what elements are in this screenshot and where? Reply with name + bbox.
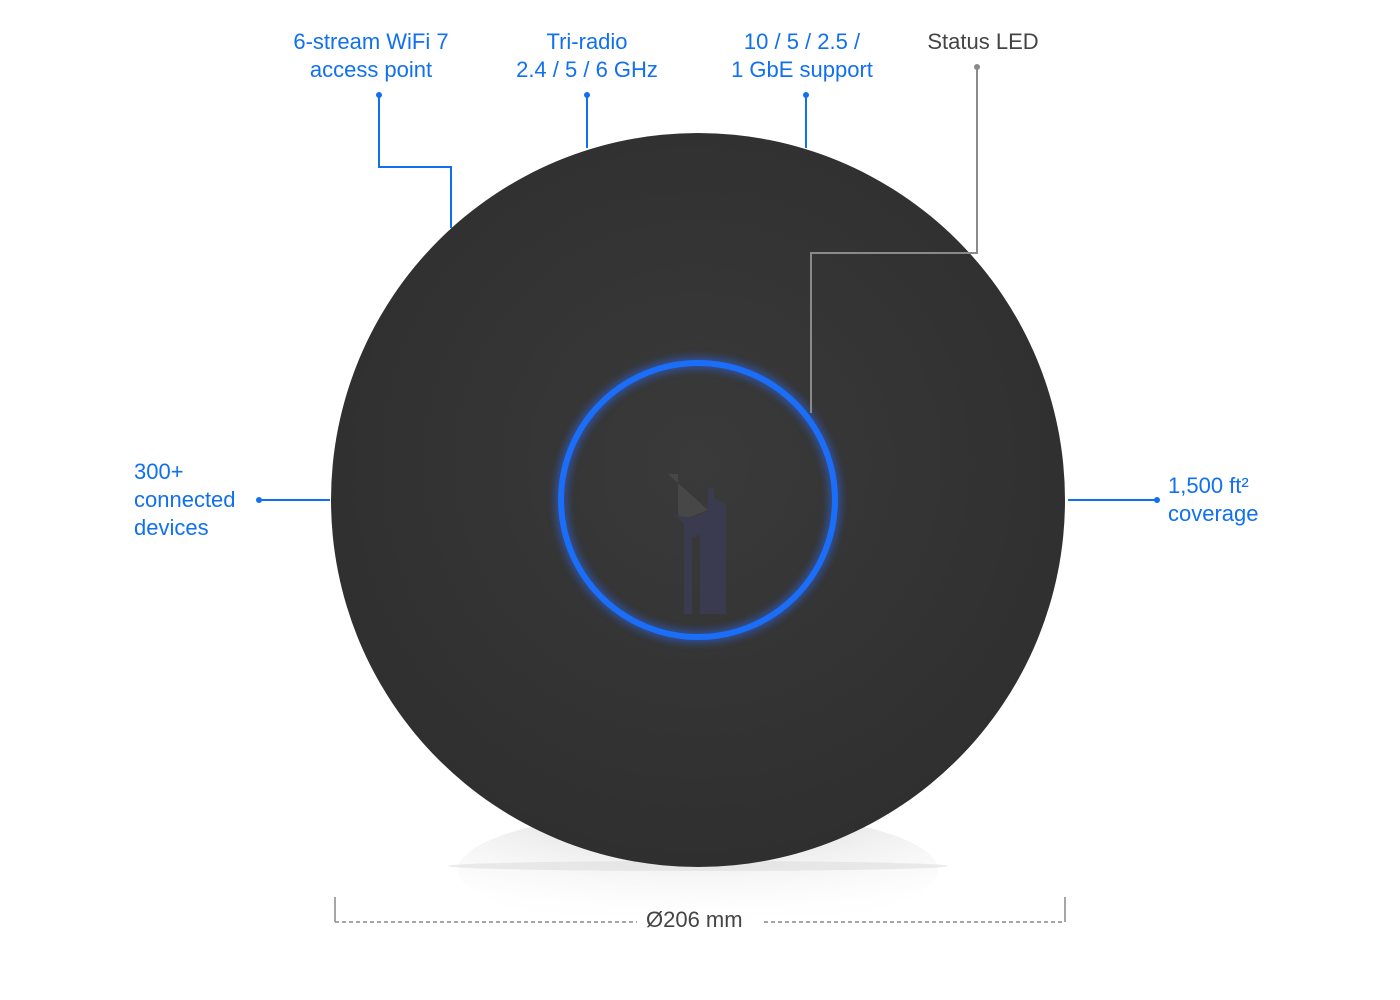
callout-coverage-line1: 1,500 ft²	[1168, 473, 1249, 498]
callout-ethernet-line2: 1 GbE support	[731, 57, 873, 82]
devices-leader-dot	[256, 497, 262, 503]
callout-radio-line1: Tri-radio	[546, 29, 628, 54]
diameter-label: Ø206 mm	[646, 907, 743, 932]
radio-leader-dot	[584, 92, 590, 98]
ethernet-leader-dot	[803, 92, 809, 98]
callout-wifi-line1: 6-stream WiFi 7	[293, 29, 449, 54]
coverage-leader-dot	[1154, 497, 1160, 503]
callout-ethernet: 10 / 5 / 2.5 / 1 GbE support	[731, 28, 873, 84]
status-led-ring	[558, 360, 838, 640]
dimension-line	[334, 897, 1066, 923]
callout-devices: 300+ connected devices	[134, 458, 236, 542]
wifi-leader-dot	[376, 92, 382, 98]
callout-radio-line2: 2.4 / 5 / 6 GHz	[516, 57, 658, 82]
callout-wifi: 6-stream WiFi 7 access point	[293, 28, 448, 84]
callout-devices-line3: devices	[134, 515, 209, 540]
callout-radio: Tri-radio 2.4 / 5 / 6 GHz	[516, 28, 658, 84]
wifi-leader	[378, 95, 452, 228]
access-point-body	[331, 133, 1065, 867]
ubiquiti-logo-icon	[668, 474, 726, 614]
callout-devices-line2: connected	[134, 487, 236, 512]
led-leader	[810, 67, 978, 413]
callout-wifi-line2: access point	[309, 57, 433, 82]
leader-lines	[256, 64, 1160, 503]
callout-devices-line1: 300+	[134, 459, 184, 484]
led-leader-dot	[974, 64, 980, 70]
callout-coverage: 1,500 ft² coverage	[1168, 472, 1259, 528]
callout-status-led: Status LED	[927, 28, 1038, 56]
callout-ethernet-line1: 10 / 5 / 2.5 /	[743, 29, 861, 54]
callout-coverage-line2: coverage	[1168, 501, 1259, 526]
callout-led-line1: Status LED	[927, 29, 1039, 54]
